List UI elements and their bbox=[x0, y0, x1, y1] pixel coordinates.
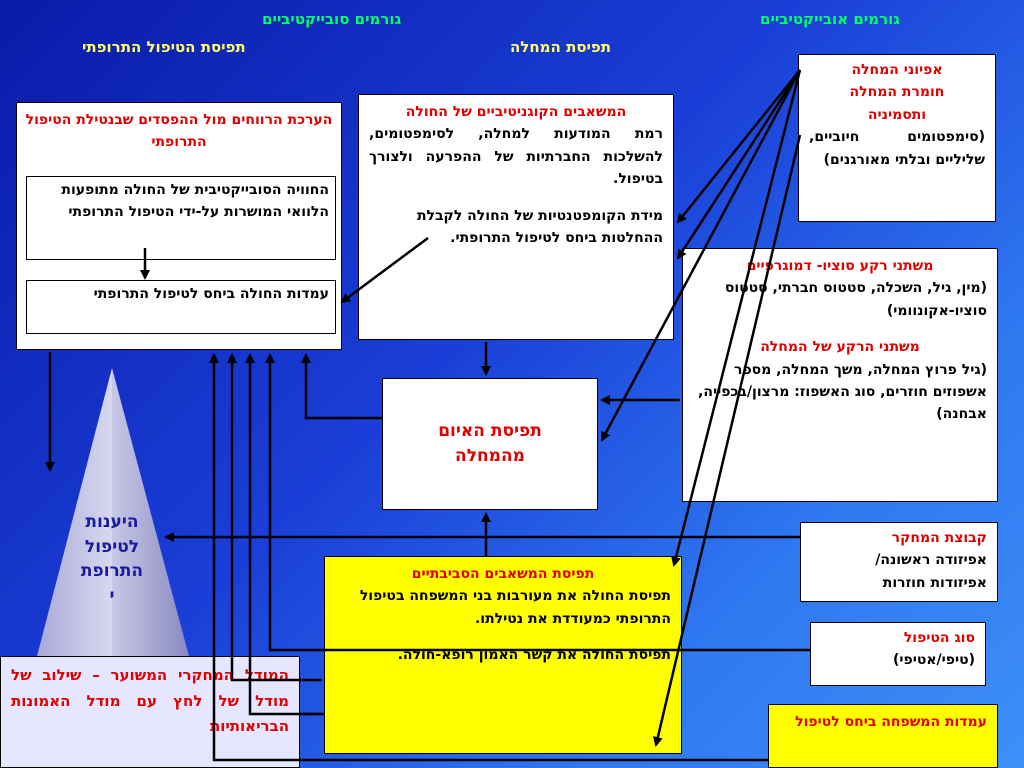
model-text: המודל המחקרי המשוער – שילוב של מודל של ל… bbox=[11, 666, 289, 735]
illness-background-body: (גיל פרוץ המחלה, משך המחלה, מספר אשפוזים… bbox=[698, 361, 987, 423]
cognitive-resources-body-1: רמת המודעות למחלה, לסימפטומים, להשלכות ה… bbox=[369, 126, 663, 188]
socio-demo-title: משתני רקע סוציו- דמוגרפיים bbox=[746, 258, 934, 274]
socio-demographic-box: משתני רקע סוציו- דמוגרפיים (מין, גיל, הש… bbox=[682, 248, 998, 502]
patient-attitude-text: עמדות החולה ביחס לטיפול התרופתי bbox=[93, 286, 329, 302]
treatment-type-body: (טיפי/אטיפי) bbox=[892, 652, 975, 669]
cognitive-resources-body-2: מידת הקומפטנטיות של החולה לקבלת ההחלטות … bbox=[416, 207, 663, 246]
cost-benefit-title: הערכת הרווחים מול ההפסדים שבנטילת הטיפול… bbox=[25, 112, 333, 151]
treatment-type-box: סוג הטיפול (טיפי/אטיפי) bbox=[810, 622, 986, 686]
illness-features-body: (סימפטומים חיוביים, שליליים ובלתי מאורגנ… bbox=[809, 129, 985, 168]
threat-perception-box: תפיסת האיום מהמחלה bbox=[382, 378, 598, 510]
research-group-line-1: אפיזודה ראשונה/ bbox=[875, 552, 987, 569]
research-group-title: קבוצת המחקר bbox=[891, 530, 987, 546]
family-attitude-box: עמדות המשפחה ביחס לטיפול bbox=[768, 704, 998, 768]
side-effects-box: החוויה הסובייקטיבית של החולה מתופעות הלו… bbox=[26, 176, 336, 260]
threat-perception-title: תפיסת האיום מהמחלה bbox=[438, 420, 542, 467]
illness-background-title: משתני הרקע של המחלה bbox=[760, 339, 920, 356]
research-group-line-2: אפיזודות חוזרות bbox=[882, 574, 987, 591]
pyramid-label: היענות לטיפול התרופת י bbox=[80, 512, 144, 606]
header-illness-perception: תפיסת המחלה bbox=[510, 38, 612, 56]
model-box: המודל המחקרי המשוער – שילוב של מודל של ל… bbox=[0, 656, 300, 768]
illness-features-title-3: ותסמיניה bbox=[867, 106, 927, 123]
side-effects-text: החוויה הסובייקטיבית של החולה מתופעות הלו… bbox=[61, 182, 329, 221]
cognitive-resources-box: המשאבים הקוגניטיביים של החולה רמת המודעו… bbox=[358, 94, 674, 340]
illness-features-title-2: חומרת המחלה bbox=[849, 84, 945, 101]
header-objective: גורמים אובייקטיביים bbox=[760, 10, 900, 28]
family-attitude-title: עמדות המשפחה ביחס לטיפול bbox=[795, 714, 987, 730]
environmental-resources-body-1: תפיסת החולה את מעורבות בני המשפחה בטיפול… bbox=[359, 588, 671, 627]
patient-attitude-box: עמדות החולה ביחס לטיפול התרופתי bbox=[26, 280, 336, 334]
environmental-resources-title: תפיסת המשאבים הסביבתיים bbox=[411, 566, 595, 582]
environmental-resources-body-2: תפיסת החולה את קשר האמון רופא-חולה. bbox=[397, 647, 671, 664]
header-treatment-perception: תפיסת הטיפול התרופתי bbox=[82, 38, 246, 56]
treatment-type-title: סוג הטיפול bbox=[903, 630, 975, 646]
illness-features-box: אפיוני המחלה חומרת המחלה ותסמיניה (סימפט… bbox=[798, 54, 996, 222]
header-subjective: גורמים סובייקטיביים bbox=[262, 10, 402, 28]
cognitive-resources-title: המשאבים הקוגניטיביים של החולה bbox=[405, 104, 627, 120]
illness-features-title-1: אפיוני המחלה bbox=[851, 62, 943, 78]
environmental-resources-box: תפיסת המשאבים הסביבתיים תפיסת החולה את מ… bbox=[324, 556, 682, 754]
research-group-box: קבוצת המחקר אפיזודה ראשונה/ אפיזודות חוז… bbox=[800, 522, 998, 602]
socio-demo-body: (מין, גיל, השכלה, סטטוס חברתי, סטטוס סוצ… bbox=[724, 280, 987, 319]
